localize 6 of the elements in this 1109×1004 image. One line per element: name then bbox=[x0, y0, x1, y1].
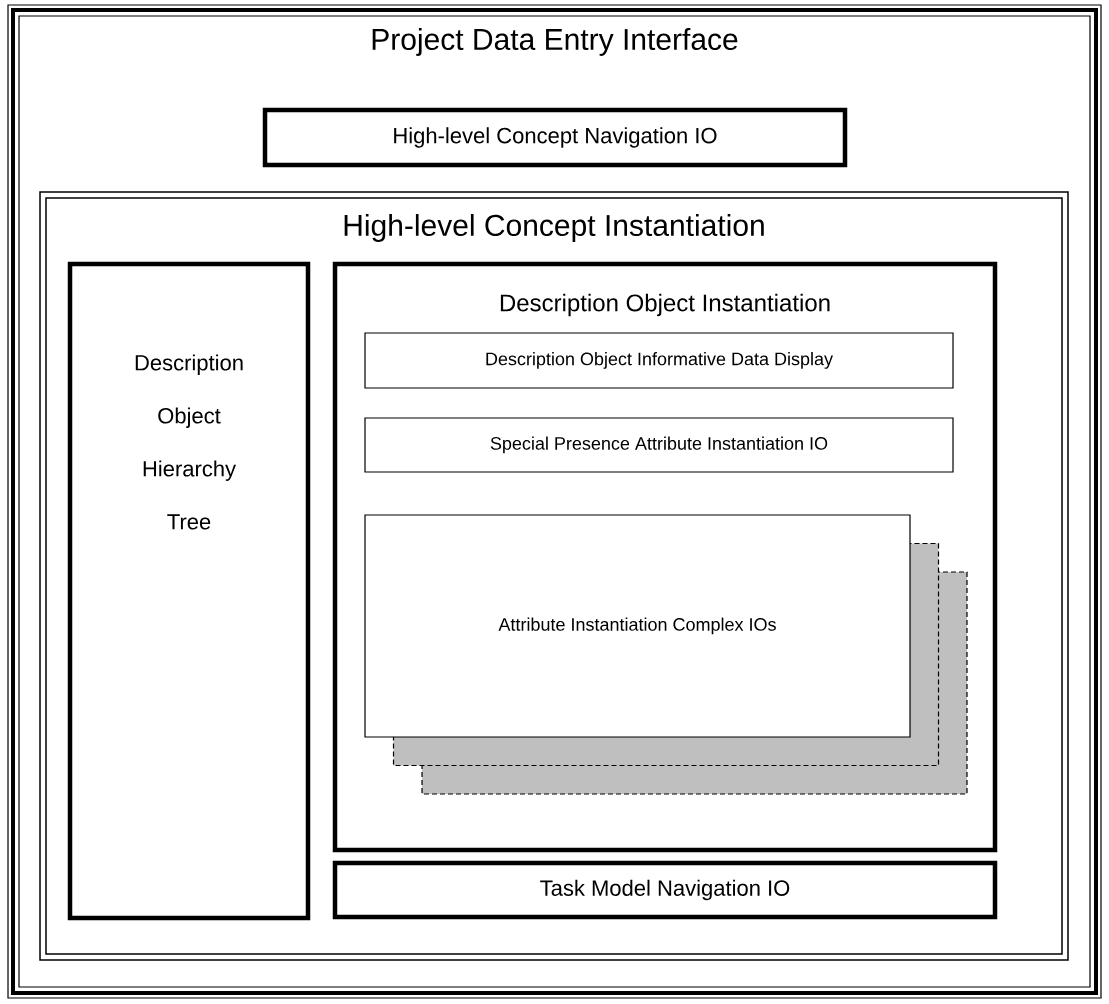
tree-panel: Description Object Hierarchy Tree bbox=[67, 261, 311, 921]
attribute-box: Special Presence Attribute Instantiation IO bbox=[364, 417, 954, 473]
stacked-cards: Attribute Instantiation Complex IOs bbox=[364, 514, 968, 795]
navigation-box: Task Model Navigation IO bbox=[332, 860, 998, 920]
navigation-box: High-level Concept Navigation IO bbox=[262, 107, 848, 168]
display-box: Description Object Informative Data Display bbox=[364, 332, 954, 389]
